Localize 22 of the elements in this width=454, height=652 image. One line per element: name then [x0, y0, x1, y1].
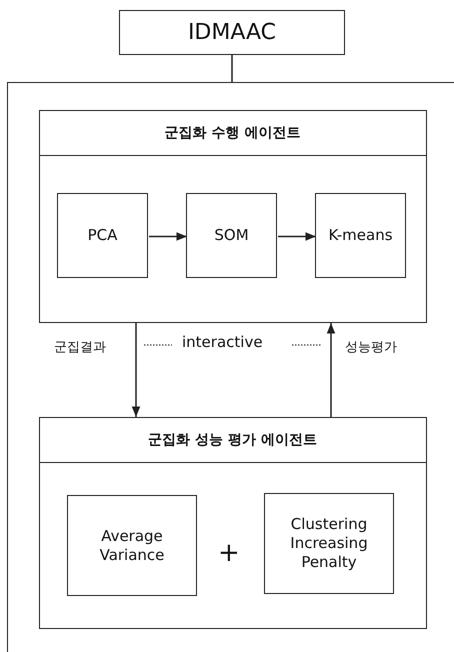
agent-panel [38, 110, 426, 322]
node-label: PCA [88, 226, 118, 245]
node-label: Average Variance [98, 526, 166, 564]
process-box [186, 193, 277, 278]
edge-label: 군집결과 [54, 338, 106, 356]
node-label: SOM [214, 226, 249, 245]
panel-heading: 군집화 수행 에이전트 [40, 110, 426, 156]
process-box [264, 493, 394, 594]
node-label: K-means [328, 226, 393, 245]
panel-heading: 군집화 성능 평가 에이전트 [40, 418, 426, 462]
node-label: IDMAAC [188, 18, 276, 46]
process-box [57, 193, 148, 278]
arrow [149, 232, 187, 241]
title-box [119, 10, 345, 55]
edge-label: 성능평가 [345, 338, 397, 356]
process-box [315, 193, 406, 278]
arrow [326, 323, 336, 417]
connector-line [231, 55, 233, 82]
node-label: Clustering Increasing Penalty [289, 515, 369, 572]
arrow [278, 232, 316, 241]
arrow [132, 323, 140, 417]
process-box [67, 495, 197, 596]
